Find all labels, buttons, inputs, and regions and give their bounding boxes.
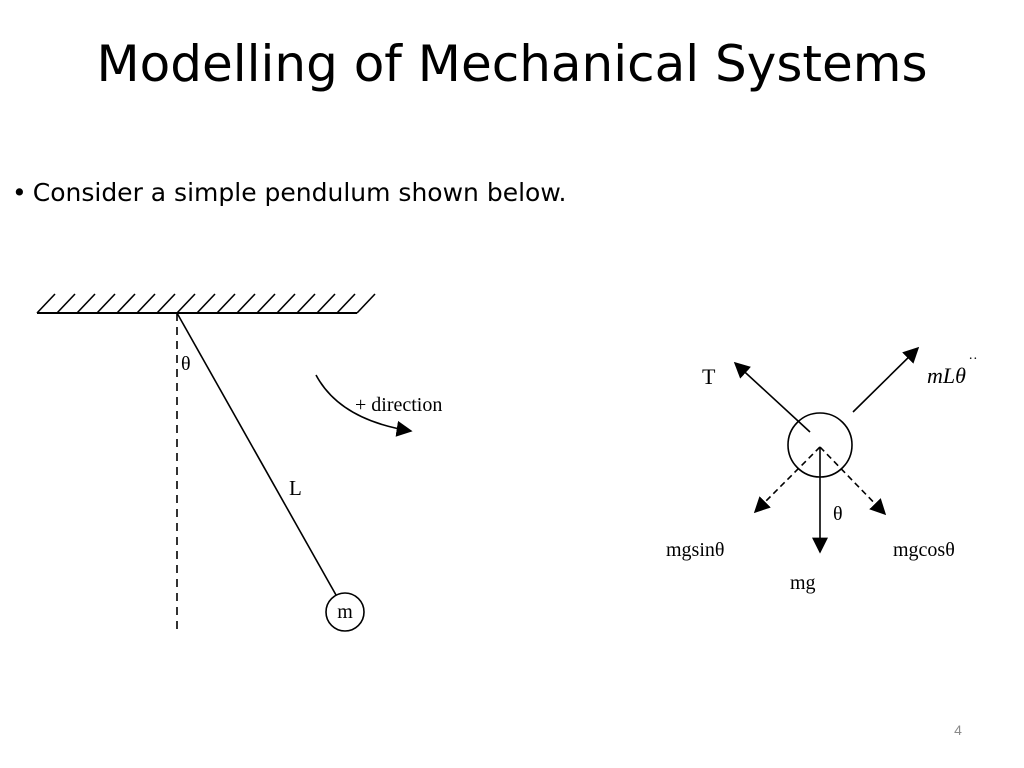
- ceiling-hatching: [36, 293, 376, 314]
- direction-label: + direction: [355, 394, 442, 416]
- bullet-item: •Consider a simple pendulum shown below.: [12, 173, 566, 213]
- bullet-text: Consider a simple pendulum shown below.: [32, 178, 567, 207]
- normal-component-label: mgcosθ: [893, 539, 955, 561]
- page-number: 4: [954, 722, 962, 738]
- bullet-symbol: •: [12, 178, 27, 207]
- length-label: L: [289, 476, 302, 500]
- free-body-angle-label: θ: [833, 503, 843, 525]
- normal-component-arrow: [819, 446, 887, 516]
- tangential-component-label: mgsinθ: [666, 539, 724, 561]
- tension-arrow: [733, 361, 811, 433]
- weight-label: mg: [790, 572, 816, 594]
- free-body-diagram: T mLθ ·· θ mgsinθ mg mgcosθ: [666, 346, 978, 594]
- pendulum-rod: [176, 312, 337, 596]
- mass-label: m: [337, 601, 353, 623]
- pendulum-angle-label: θ: [181, 353, 191, 375]
- direction-arrow: [315, 374, 413, 437]
- inertial-force-dots: ··: [968, 352, 977, 367]
- pendulum-mass: [325, 592, 365, 632]
- pendulum-diagram: m θ L + direction: [36, 293, 442, 632]
- slide-title: Modelling of Mechanical Systems: [96, 35, 928, 93]
- tangential-component-arrow: [753, 446, 821, 514]
- inertial-force-label: mLθ: [927, 363, 966, 388]
- inertial-force-arrow: [852, 346, 920, 413]
- tension-label: T: [702, 364, 716, 389]
